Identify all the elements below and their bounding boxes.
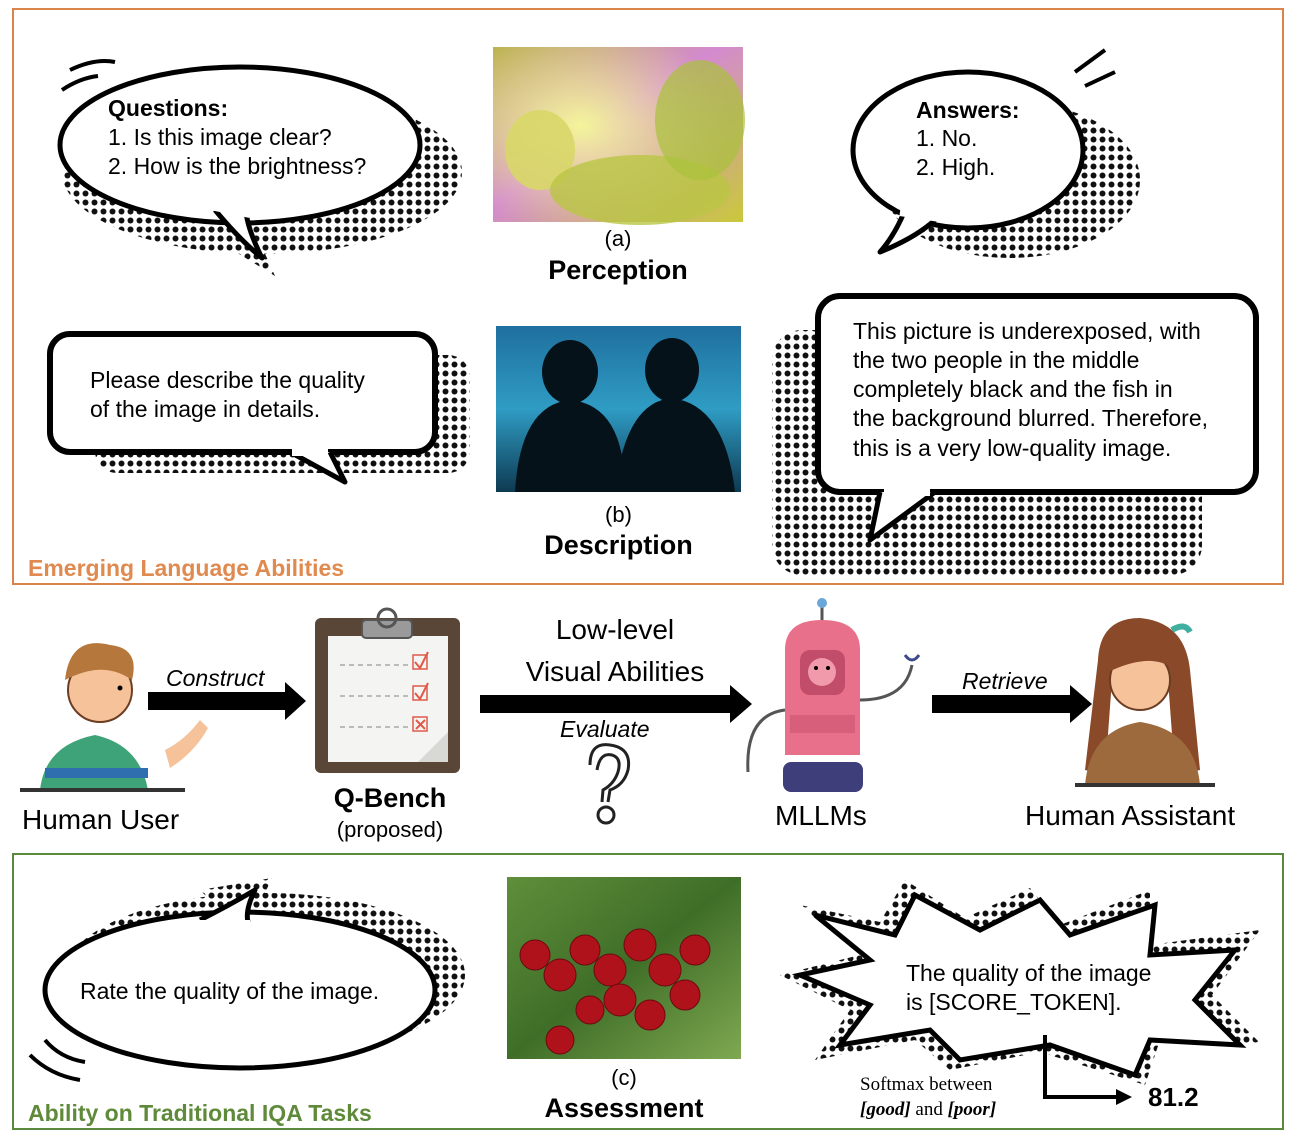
photo-cherries <box>507 877 741 1059</box>
language-abilities-panel <box>12 8 1284 585</box>
softmax-and: and <box>910 1099 948 1120</box>
softmax-good: [good] <box>860 1099 911 1120</box>
question-mark-icon <box>588 743 631 825</box>
abilities-line-2: Visual Abilities <box>525 656 705 687</box>
construct-label: Construct <box>166 665 265 691</box>
caption-letter-c: (c) <box>611 1065 637 1090</box>
rate-prompt-text: Rate the quality of the image. <box>80 978 380 1004</box>
score-value: 81.2 <box>1148 1082 1199 1112</box>
description-title: Description <box>544 530 693 560</box>
human-assistant-illustration <box>1075 618 1215 787</box>
answer-2: 2. High. <box>916 154 996 180</box>
human-user-illustration <box>20 643 208 792</box>
response-line-1: This picture is underexposed, with <box>853 318 1201 344</box>
retrieve-label: Retrieve <box>962 668 1048 694</box>
question-2: 2. How is the brightness? <box>108 153 367 179</box>
perception-title: Perception <box>548 255 688 285</box>
photo-aquarium-silhouettes <box>496 326 741 492</box>
response-line-4: the background blurred. Therefore, <box>853 405 1209 431</box>
questions-title: Questions: <box>108 95 229 121</box>
score-arrow <box>1043 1035 1132 1105</box>
softmax-line-1: Softmax between <box>860 1074 993 1095</box>
assessment-title: Assessment <box>544 1093 704 1123</box>
caption-letter-a: (a) <box>604 226 632 251</box>
question-1: 1. Is this image clear? <box>108 124 332 150</box>
answers-title: Answers: <box>916 97 1020 123</box>
response-line-2: the two people in the middle <box>853 347 1140 373</box>
score-response-line-2: is [SCORE_TOKEN]. <box>906 989 1122 1015</box>
caption-letter-b: (b) <box>605 502 632 527</box>
answer-bubble <box>850 48 1140 258</box>
photo-blurry-flowers <box>493 47 745 225</box>
softmax-poor: [poor] <box>947 1099 997 1120</box>
describe-prompt-line-1: Please describe the quality <box>90 367 365 393</box>
human-user-label: Human User <box>22 804 180 835</box>
abilities-line-1: Low-level <box>555 614 675 645</box>
score-response-burst <box>780 880 1262 1085</box>
mllms-label: MLLMs <box>775 800 867 831</box>
softmax-line-2: [good] and [poor] <box>860 1099 996 1121</box>
response-line-5: this is a very low-quality image. <box>853 435 1172 461</box>
mllm-robot-illustration <box>746 598 921 792</box>
human-assistant-label: Human Assistant <box>1025 800 1236 831</box>
describe-prompt-line-2: of the image in details. <box>90 396 321 422</box>
answer-1: 1. No. <box>916 125 978 151</box>
qbench-clipboard-icon <box>315 607 460 773</box>
qbench-title: Q-Bench <box>333 783 447 813</box>
bottom-panel-label: Ability on Traditional IQA Tasks <box>28 1100 372 1126</box>
score-response-line-1: The quality of the image <box>906 960 1152 986</box>
qbench-proposed: (proposed) <box>336 817 444 842</box>
iqa-tasks-panel <box>12 853 1284 1130</box>
evaluate-label: Evaluate <box>560 716 650 742</box>
rate-prompt-bubble <box>28 878 465 1082</box>
question-bubble <box>57 59 462 276</box>
describe-prompt-bubble <box>47 331 470 485</box>
top-panel-label: Emerging Language Abilities <box>28 555 345 581</box>
describe-response-bubble <box>772 293 1259 575</box>
construct-arrow <box>148 682 306 720</box>
retrieve-arrow <box>932 685 1092 723</box>
response-line-3: completely black and the fish in <box>853 376 1173 402</box>
evaluate-arrow <box>480 685 752 723</box>
